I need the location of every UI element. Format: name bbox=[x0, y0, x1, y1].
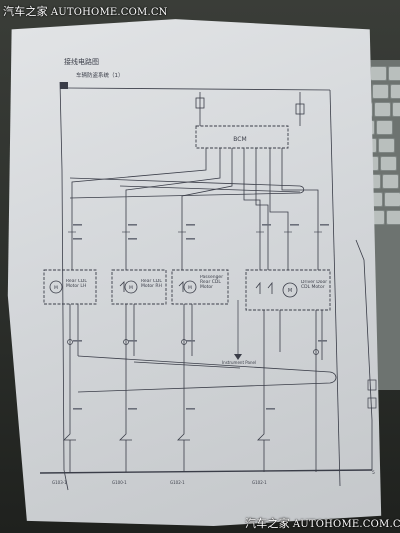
watermark-url: AUTOHOME.COM.CN bbox=[292, 519, 400, 530]
ground-point-label: G103-1 bbox=[52, 480, 67, 485]
motor-driver-door: M Driver Door CDL Motor bbox=[245, 269, 331, 311]
autohome-logo: 汽车之家 bbox=[3, 5, 48, 18]
ground-point-label: G102-1 bbox=[252, 480, 267, 485]
instrument-arrow bbox=[234, 354, 242, 360]
switch-symbol bbox=[255, 281, 261, 294]
diodes bbox=[67, 339, 377, 409]
motor-passenger-rear: M Passenger Rear CDL Motor bbox=[171, 269, 229, 305]
sheet-title: 接线电路图 bbox=[64, 57, 99, 66]
ground-symbols bbox=[63, 420, 373, 472]
frame-border-top bbox=[67, 87, 331, 91]
motor-rear-rh: M Rear CDL Motor RH bbox=[111, 269, 167, 305]
page-number: 5 bbox=[372, 470, 375, 476]
bcm-module: BCM bbox=[195, 125, 289, 149]
section-marker bbox=[60, 82, 68, 89]
ground-point-label: G100-1 bbox=[112, 480, 127, 485]
frame-border-left bbox=[59, 81, 69, 491]
pin-label-ticks bbox=[73, 224, 329, 410]
motor-symbol bbox=[124, 280, 138, 294]
fuse-feed bbox=[195, 92, 305, 126]
ground-bus bbox=[39, 469, 373, 474]
bcm-label: BCM bbox=[233, 136, 246, 143]
motor-label: Driver Door CDL Motor bbox=[301, 280, 328, 290]
section-title: 车辆防盗系统（1） bbox=[76, 71, 124, 79]
motor-symbol bbox=[282, 282, 298, 298]
svg-text:M: M bbox=[129, 285, 133, 291]
instrument-label: Instrument Panel bbox=[222, 360, 257, 365]
svg-text:M: M bbox=[188, 285, 192, 291]
motor-symbol bbox=[183, 280, 197, 294]
frame-border-right bbox=[329, 89, 341, 487]
bcm-to-motor-bus bbox=[69, 148, 319, 270]
motor-return-wires bbox=[69, 239, 373, 421]
motor-label: Rear CDL Motor LH bbox=[66, 279, 87, 289]
bcm-box bbox=[195, 125, 289, 149]
watermark-url: AUTOHOME.COM.CN bbox=[50, 7, 168, 18]
switch-symbol bbox=[119, 281, 125, 292]
switch-symbol bbox=[267, 281, 273, 294]
switch-symbol bbox=[178, 281, 184, 292]
autohome-logo: 汽车之家 bbox=[245, 517, 290, 530]
motor-rear-lh: M Rear CDL Motor LH bbox=[43, 269, 97, 305]
motor-label: Rear CDL Motor RH bbox=[141, 279, 162, 289]
motor-symbol bbox=[49, 280, 63, 294]
svg-text:M: M bbox=[54, 285, 58, 291]
ground-point-label: G102-1 bbox=[170, 480, 185, 485]
svg-text:M: M bbox=[288, 288, 292, 294]
motor-label: Passenger Rear CDL Motor bbox=[200, 275, 224, 290]
